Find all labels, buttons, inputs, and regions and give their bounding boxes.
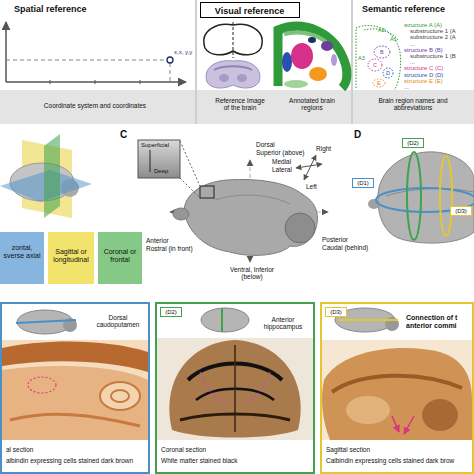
node-text: White matter stained black [161,457,238,464]
structure-name: structure A (A) [404,22,442,29]
inset-box: SuperficialDeep [138,140,180,178]
node-title: Superficial [141,142,169,149]
node-text: Coronal section [161,446,206,453]
panel-heading: Spatial reference [14,4,87,14]
direction-label: Anterior [146,237,169,244]
caption-text: Reference image of the brain [214,97,266,112]
direction-label: Posterior [322,236,348,243]
node-title: Sagittal or longitudinal [50,248,92,264]
node-text: albindin expressing cells stained dark b… [6,457,133,464]
direction-label: Ventral, Inferior (below) [222,266,282,281]
direction-label: Dorsal [256,141,275,148]
direction-label: Lateral [272,166,292,173]
panel-letter: C [120,129,127,140]
caption-text: Annotated brain regions [285,97,339,112]
ellipsis: ... [410,41,415,48]
coordinate-axes [6,22,186,84]
annotated-regions [278,26,347,88]
section-tag: (D3) [325,307,347,317]
section-panel: Connection of t anterior commiSagittal s… [320,302,474,474]
section-tag: (D1) [352,178,374,188]
section-brain [368,152,474,243]
region-abbreviation: D [386,70,390,76]
section-image [322,308,472,440]
node-title: (D3) [451,208,471,215]
node-title: (D2) [403,140,423,147]
region-abbreviation: E [377,80,381,86]
section-tag: (D2) [160,307,182,317]
node-title: Connection of t anterior commi [406,314,470,330]
direction-label: Caudal (behind) [322,244,368,251]
caption-band [0,90,474,124]
section-panel: Dorsal caudoputamen al section albindin ex… [0,302,150,474]
orientation-brain [138,140,328,262]
panel-letter: D [354,129,361,140]
section-tag: (D3) [450,206,472,216]
section-panel: Anterior hippocampusCoronal sectionWhite… [155,302,315,474]
direction-label: Medial [272,158,291,165]
caption-text: Brain region names and abbreviations [373,97,453,112]
node-title: Coronal or frontal [100,248,140,264]
structure-name: structure B (B) [404,47,443,54]
substructure-name: substructure 2 (A [410,34,456,41]
region-abbreviation: C [373,62,377,68]
direction-label: Right [316,145,331,152]
reference-brain [204,22,262,88]
ellipsis: ... [404,84,409,91]
plane-box: zontal, sverse axial [0,232,44,284]
section-image [2,310,148,440]
region-abbreviation: A3 [358,55,365,61]
header-box: Visual reference [200,2,300,18]
plane-box: Sagittal or longitudinal [48,232,94,284]
ellipsis: ... [410,59,415,66]
coordinate-label: x,x, y,y [174,49,192,56]
region-outlines [356,26,401,90]
direction-label: Superior (above) [256,149,304,156]
node-title: Anterior hippocampus [255,316,311,331]
node-text: Deep [154,168,168,175]
node-title: Dorsal caudoputamen [90,314,146,329]
plane-box: Coronal or frontal [98,232,142,284]
node-text: al section [6,446,33,453]
panel-heading: Semantic reference [362,4,445,14]
node-title: zontal, sverse axial [2,244,42,260]
separator [351,0,353,124]
node-title: Visual reference [201,6,298,16]
region-abbreviation: A2 [378,27,385,33]
section-tag: (D2) [402,138,424,148]
section-planes [0,134,92,218]
substructure-name: substructure 1 (A [410,28,456,35]
node-title: (D1) [353,180,373,187]
caption-text: Coordinate system and coordinates [20,102,170,109]
structure-name: structure E (E) [404,78,443,85]
separator [195,0,197,124]
section-image [157,308,313,440]
node-text: Calbindin expressing cells stained dark … [326,457,454,464]
node-text: Sagittal section [326,446,370,453]
region-abbreviation: B [380,49,384,55]
region-abbreviation: A1 [390,36,397,42]
structure-name: structure D (D) [404,72,443,79]
direction-label: Rostral (in front) [146,245,193,252]
structure-name: structure C (C) [404,65,443,72]
substructure-name: substructure 1 (B [410,53,456,60]
direction-label: Left [306,183,317,190]
node-title: (D2) [161,309,181,316]
node-title: (D3) [326,309,346,316]
